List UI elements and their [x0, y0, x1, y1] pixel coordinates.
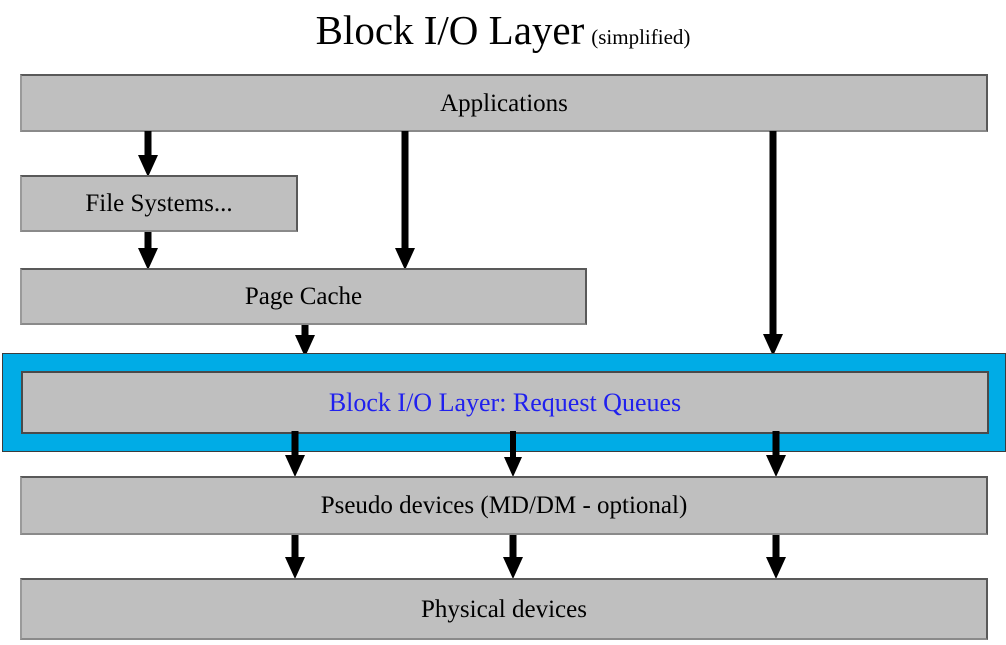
- down-arrow-icon: [138, 155, 158, 177]
- diagram-title-subtitle: (simplified): [591, 25, 691, 49]
- down-arrow-icon: [395, 248, 415, 270]
- node-page-cache[interactable]: Page Cache: [20, 268, 587, 325]
- node-physical-devices[interactable]: Physical devices: [20, 578, 988, 640]
- diagram-title: Block I/O Layer(simplified): [0, 6, 1006, 61]
- down-arrow-icon: [503, 557, 523, 579]
- edge-file-systems-to-page-cache: [138, 232, 158, 270]
- arrow-shaft: [291, 535, 299, 559]
- down-arrow-icon: [766, 455, 786, 477]
- arrow-shaft: [769, 131, 777, 336]
- arrow-shaft: [144, 232, 152, 250]
- node-applications[interactable]: Applications: [20, 74, 988, 132]
- arrow-shaft: [509, 535, 517, 559]
- down-arrow-icon: [138, 248, 158, 270]
- arrow-shaft: [301, 325, 309, 337]
- node-pseudo-devices[interactable]: Pseudo devices (MD/DM - optional): [20, 476, 988, 535]
- edge-apps-to-fs: [138, 131, 158, 177]
- down-arrow-icon: [504, 457, 522, 477]
- edge-pseudo-to-physical-right: [766, 535, 786, 579]
- node-block-io-layer[interactable]: Block I/O Layer: Request Queues: [21, 371, 989, 434]
- edge-apps-to-block-io: [763, 131, 783, 356]
- node-block-io-layer-label: Block I/O Layer: Request Queues: [328, 387, 682, 417]
- arrow-shaft: [401, 131, 409, 250]
- node-file-systems[interactable]: File Systems...: [20, 175, 298, 232]
- edge-pseudo-to-physical-left: [285, 535, 305, 579]
- node-file-systems-label: File Systems...: [85, 190, 233, 217]
- node-physical-devices-label: Physical devices: [421, 595, 587, 623]
- node-applications-label: Applications: [440, 89, 568, 117]
- down-arrow-icon: [766, 557, 786, 579]
- edge-apps-to-page-cache: [395, 131, 415, 270]
- edge-pseudo-to-physical-center: [503, 535, 523, 579]
- node-page-cache-label: Page Cache: [244, 283, 363, 310]
- diagram-title-main: Block I/O Layer: [315, 7, 585, 53]
- arrow-shaft: [144, 131, 152, 157]
- node-block-io-layer-highlight: Block I/O Layer: Request Queues: [2, 353, 1006, 452]
- node-pseudo-devices-label: Pseudo devices (MD/DM - optional): [320, 492, 688, 519]
- down-arrow-icon: [285, 557, 305, 579]
- arrow-shaft: [772, 535, 780, 559]
- down-arrow-icon: [285, 455, 305, 477]
